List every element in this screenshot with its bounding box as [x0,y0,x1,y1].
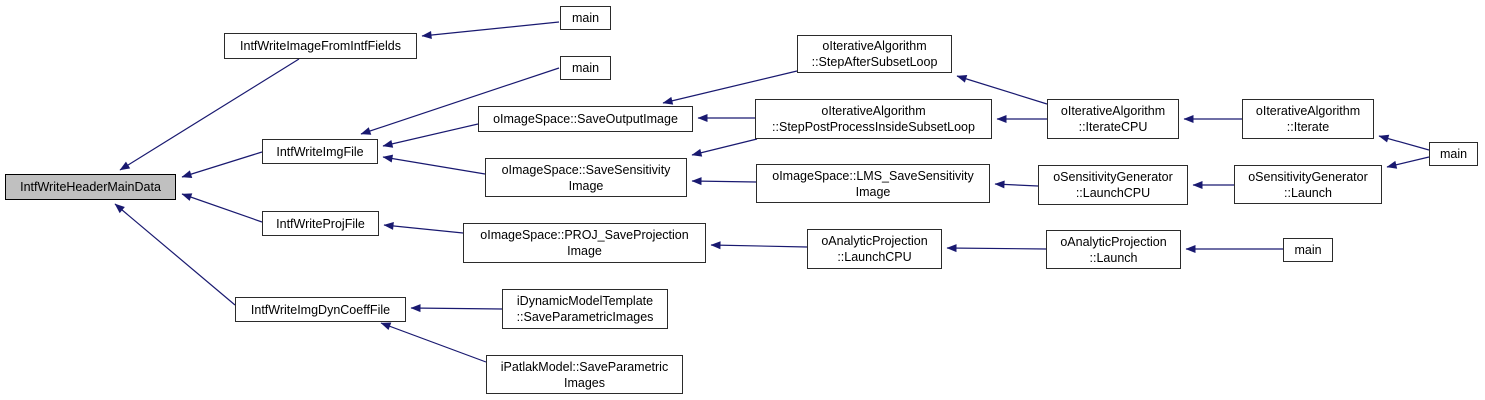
node-intf-write-image-from-intf-fields[interactable]: IntfWriteImageFromIntfFields [224,33,417,59]
node-main-2[interactable]: main [560,56,611,80]
node-o-iterative-algorithm-step-after-subset-loop[interactable]: oIterativeAlgorithm ::StepAfterSubsetLoo… [797,35,952,73]
edge-main-3-to-sg-launch [1386,156,1430,169]
edge-imgfile-to-header [181,151,263,178]
node-main-1[interactable]: main [560,6,611,30]
edge-projfile-to-header [181,193,263,223]
edge-main-1-to-fields [421,21,560,40]
node-o-image-space-proj-save-projection-image[interactable]: oImageSpace::PROJ_SaveProjection Image [463,223,706,263]
edge-ap-launch-to-launchcpu [946,244,1047,253]
node-o-image-space-save-output-image[interactable]: oImageSpace::SaveOutputImage [478,106,693,132]
node-o-analytic-projection-launch[interactable]: oAnalyticProjection ::Launch [1046,230,1181,269]
edge-lms-to-savesens [691,177,757,186]
edge-saveout-to-imgfile [382,123,479,148]
edge-savesens-to-imgfile [382,154,486,175]
node-intf-write-img-dyn-coeff-file[interactable]: IntfWriteImgDynCoeffFile [235,297,406,322]
node-main-4[interactable]: main [1283,238,1333,262]
edge-dyncoeff-to-header [114,203,236,306]
edge-main-3-to-iterate [1378,134,1430,151]
node-intf-write-header-main-data[interactable]: IntfWriteHeaderMainData [5,174,176,200]
edge-idyn-to-dyncoeff [410,304,503,313]
node-intf-write-img-file[interactable]: IntfWriteImgFile [262,139,378,164]
edge-steppost-to-savesens [691,138,758,157]
node-o-image-space-lms-save-sensitivity-image[interactable]: oImageSpace::LMS_SaveSensitivity Image [756,164,990,203]
node-o-sensitivity-generator-launch-cpu[interactable]: oSensitivityGenerator ::LaunchCPU [1038,165,1188,205]
node-o-iterative-algorithm-step-post-process-inside-subset-loop[interactable]: oIterativeAlgorithm ::StepPostProcessIns… [755,99,992,139]
edge-projsave-to-projfile [383,221,464,234]
node-o-iterative-algorithm-iterate-cpu[interactable]: oIterativeAlgorithm ::IterateCPU [1047,99,1179,139]
node-i-patlak-model-save-parametric-images[interactable]: iPatlakModel::SaveParametric Images [486,355,683,394]
edge-ap-launchcpu-to-projsave [710,241,808,250]
node-intf-write-proj-file[interactable]: IntfWriteProjFile [262,211,379,236]
node-main-3[interactable]: main [1429,142,1478,166]
edge-ipatlak-to-dyncoeff [380,322,487,363]
node-o-iterative-algorithm-iterate[interactable]: oIterativeAlgorithm ::Iterate [1242,99,1374,139]
node-o-analytic-projection-launch-cpu[interactable]: oAnalyticProjection ::LaunchCPU [807,229,942,269]
edge-sg-launchcpu-to-lms [994,180,1039,189]
node-i-dynamic-model-template-save-parametric-images[interactable]: iDynamicModelTemplate ::SaveParametricIm… [502,289,668,329]
node-o-sensitivity-generator-launch[interactable]: oSensitivityGenerator ::Launch [1234,165,1382,204]
node-o-image-space-save-sensitivity-image[interactable]: oImageSpace::SaveSensitivity Image [485,158,687,197]
